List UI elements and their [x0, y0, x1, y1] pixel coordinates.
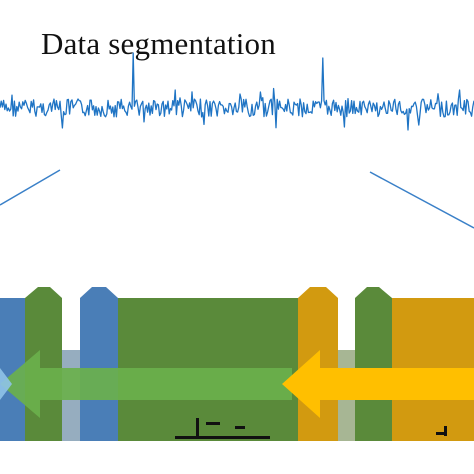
segment-bars	[0, 287, 474, 441]
bottom-label-fragments	[175, 418, 447, 439]
green-arrow-left	[0, 350, 292, 418]
eeg-signal-trace	[0, 52, 474, 131]
arrow-tip-light-blue	[0, 368, 12, 400]
segment-green-3	[355, 287, 392, 441]
zoom-line-left	[0, 169, 61, 206]
yellow-arrow-left	[282, 350, 474, 418]
segment-blue-2	[80, 287, 118, 441]
figure-title: Data segmentation	[41, 26, 276, 61]
zoom-line-right	[369, 171, 474, 229]
